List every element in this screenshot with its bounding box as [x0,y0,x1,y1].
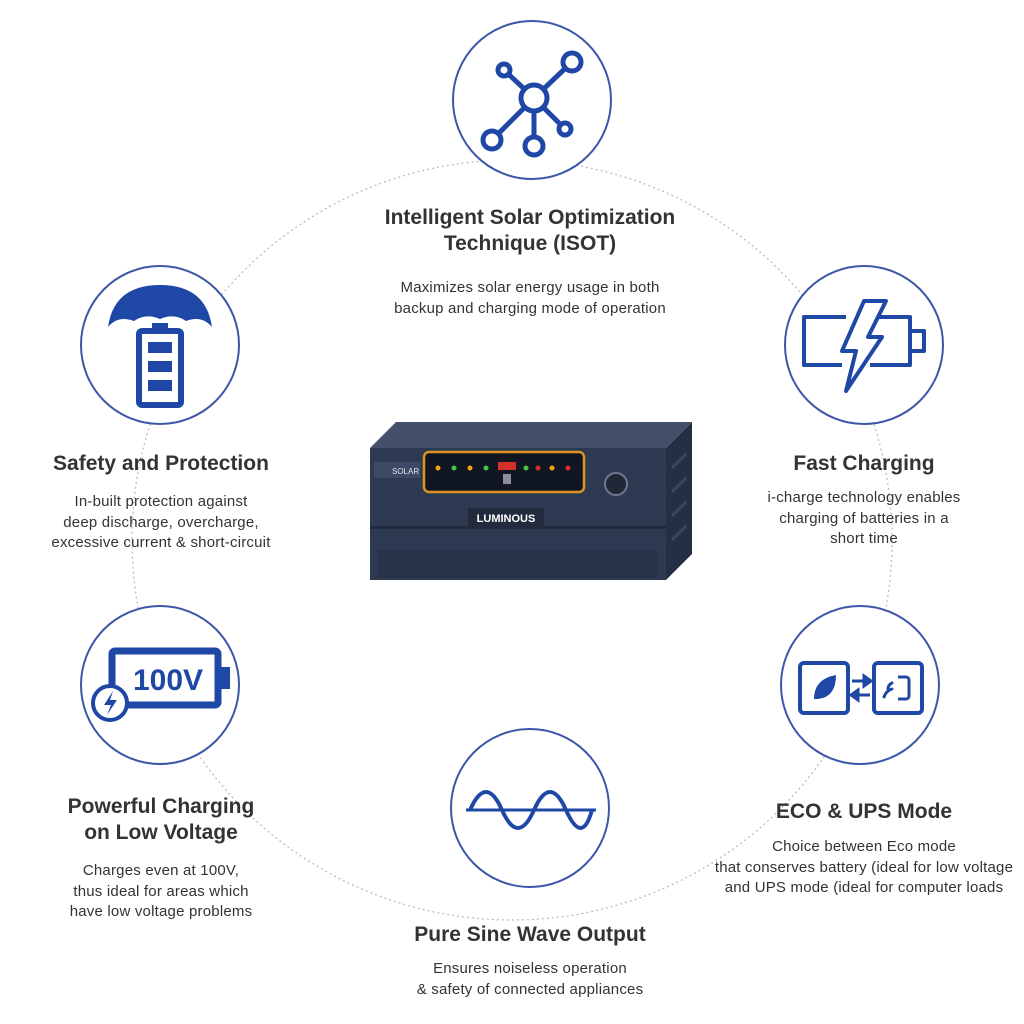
svg-text:100V: 100V [133,664,203,697]
sine-wave-description: Ensures noiseless operation & safety of … [416,960,644,998]
safety-title: Safety and Protection [53,452,269,475]
fast-charging-description: i-charge technology enables charging of … [767,489,961,547]
svg-text:LUMINOUS: LUMINOUS [477,513,536,525]
network-nodes-icon [480,50,584,158]
fast-charging-title: Fast Charging [793,452,935,475]
sine-wave-title: Pure Sine Wave Output [414,923,646,946]
low-voltage-icon-circle: 100V [80,605,240,765]
low-voltage-title: Powerful Charging on Low Voltage [67,795,255,844]
isot-title: Intelligent Solar Optimization Technique… [384,206,676,255]
isot-icon-circle [452,20,612,180]
isot-description: Maximizes solar energy usage in both bac… [394,279,666,317]
inverter-product-image: SOLAR LUMINOUS [370,422,692,580]
umbrella-battery-icon [108,285,212,408]
battery-bolt-icon [802,299,926,393]
svg-text:SOLAR: SOLAR [392,467,419,476]
low-voltage-description: Charges even at 100V, thus ideal for are… [69,862,253,920]
eco-ups-title: ECO & UPS Mode [775,800,953,823]
sine-wave-icon [466,790,596,830]
sine-wave-icon-circle [450,728,610,888]
eco-ups-description: Choice between Eco mode that conserves b… [714,838,1014,896]
fast-charging-icon-circle [784,265,944,425]
safety-icon-circle [80,265,240,425]
safety-description: In-built protection against deep dischar… [51,493,271,551]
eco-ups-switch-icon [798,661,924,715]
battery-100v-icon: 100V [91,647,230,722]
eco-ups-icon-circle [780,605,940,765]
